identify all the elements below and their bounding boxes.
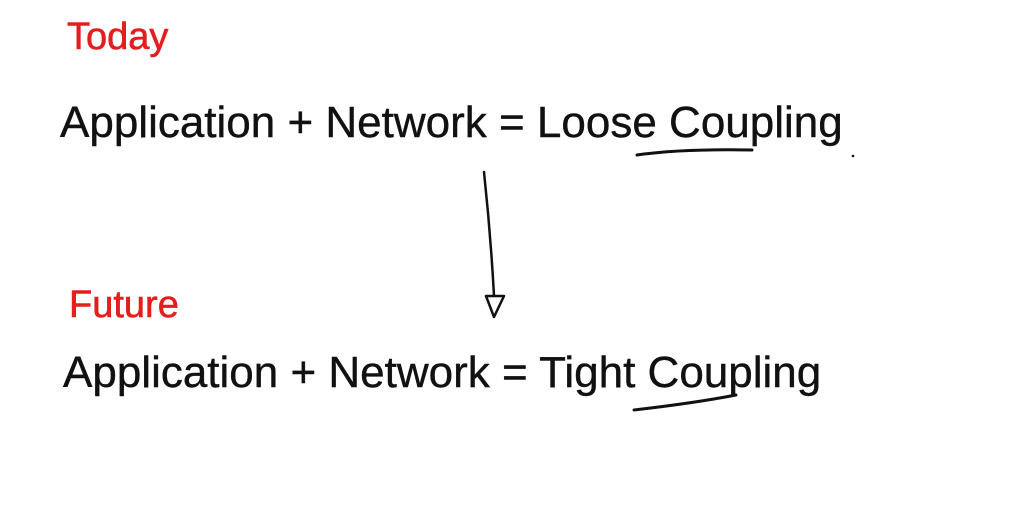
today-heading: Today: [67, 16, 169, 58]
today-equation-rhs: Coupling: [656, 98, 843, 147]
future-equation: Application + Network = Tight Coupling: [63, 348, 822, 397]
today-equation-lhs: Application + Network =: [60, 98, 537, 147]
future-heading: Future: [69, 284, 179, 326]
loose-underline-icon: [635, 148, 754, 157]
today-emphasis-word: Loose: [536, 98, 657, 147]
today-equation: Application + Network = Loose Coupling: [60, 98, 843, 147]
ink-dot-icon: [851, 154, 855, 158]
future-equation-lhs: Application + Network =: [63, 348, 540, 397]
down-arrow-icon: [482, 170, 506, 319]
future-equation-rhs: Coupling: [635, 348, 822, 397]
future-emphasis-word: Tight: [539, 348, 636, 397]
tight-underline-icon: [632, 393, 738, 412]
